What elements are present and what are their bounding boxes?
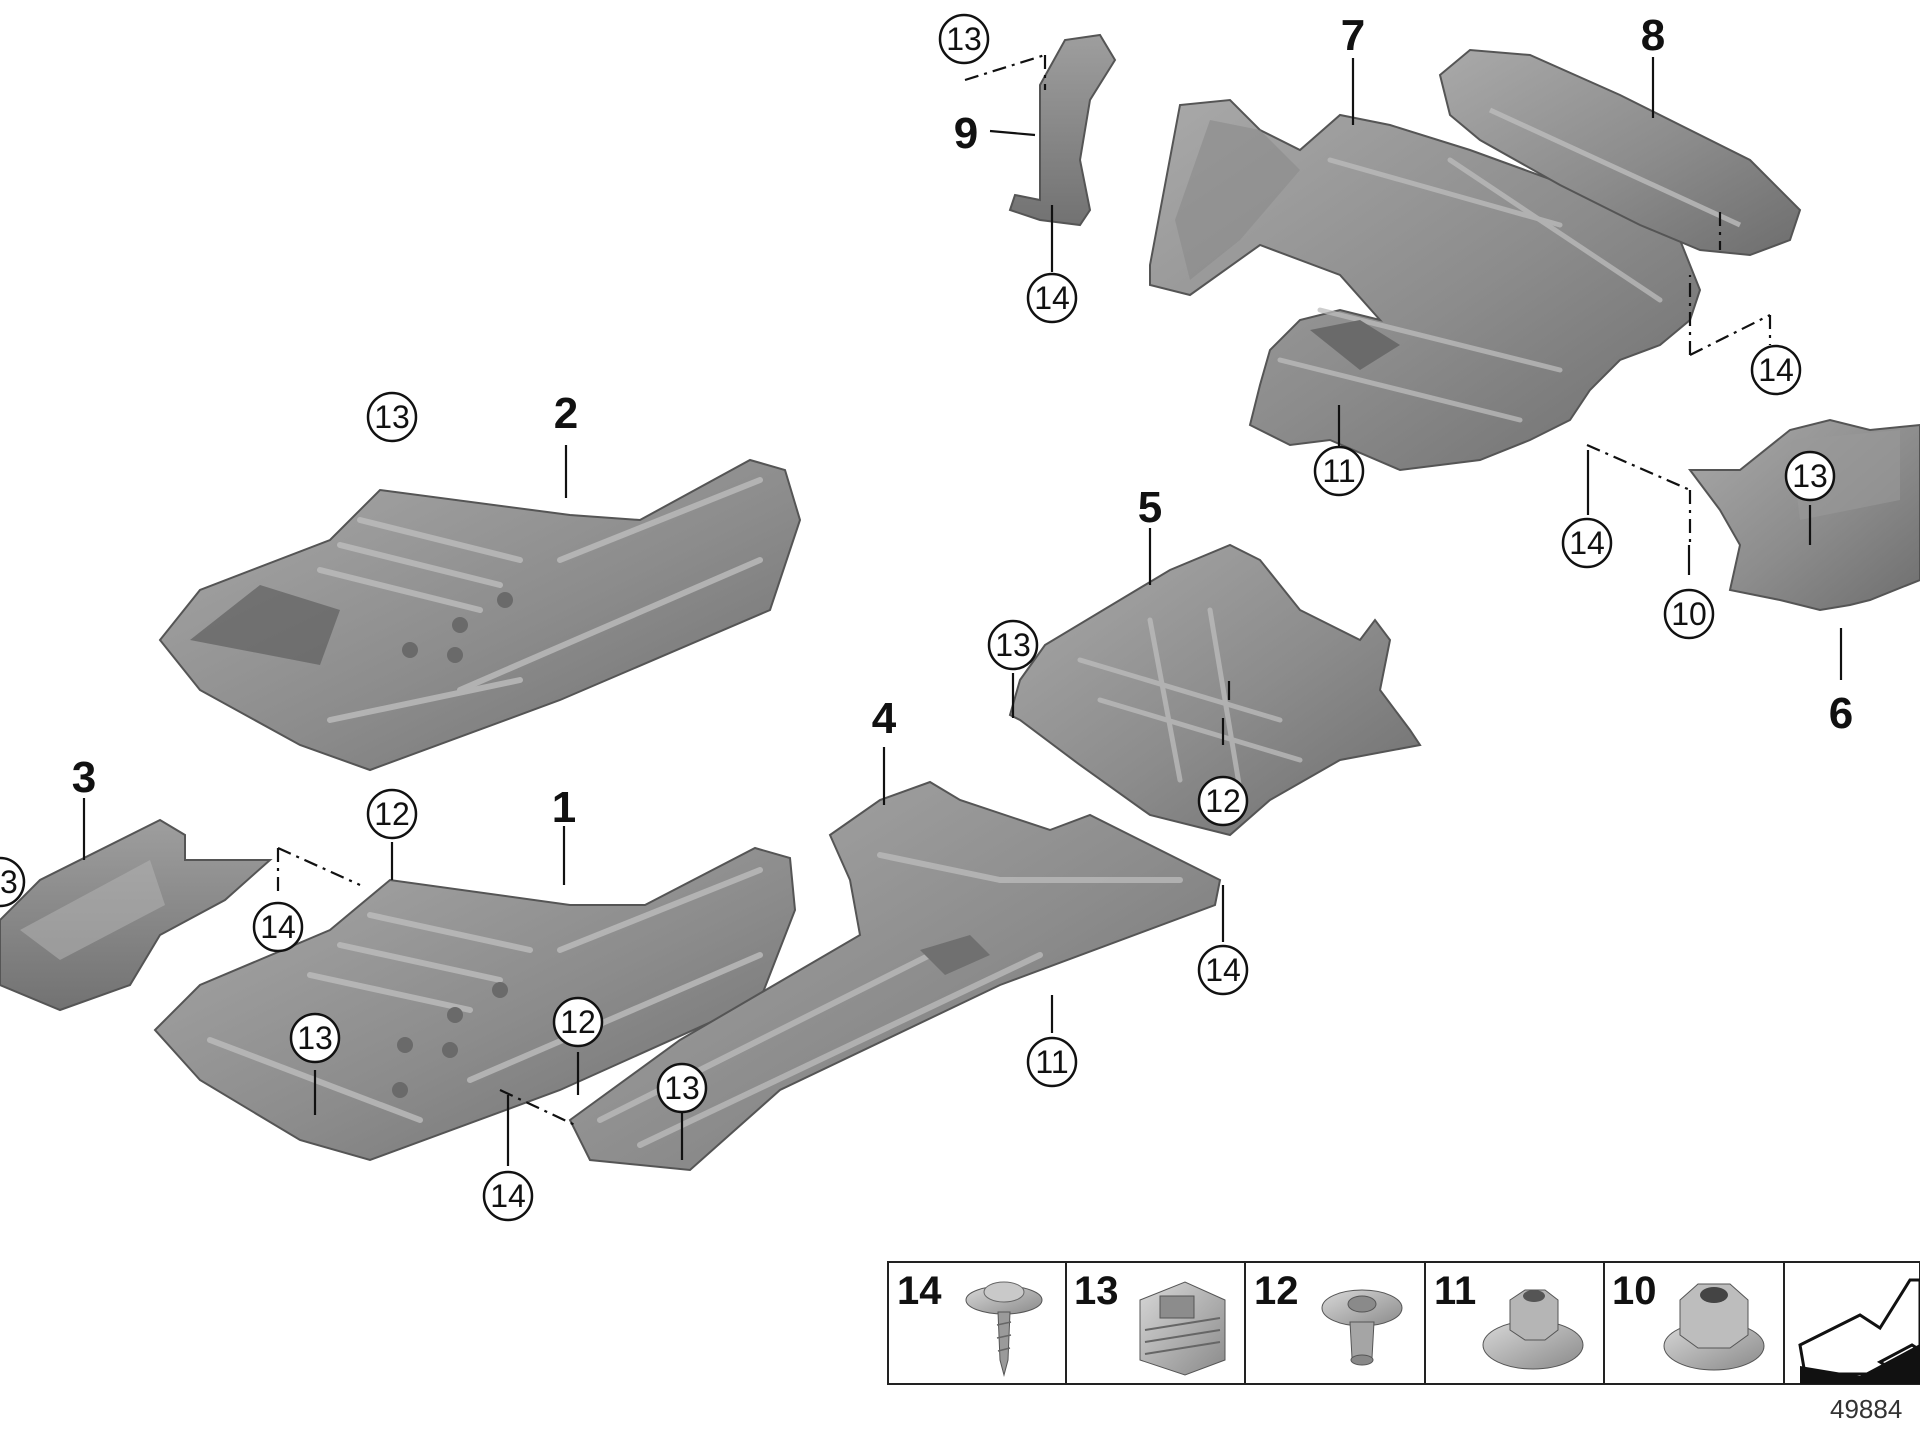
svg-text:11: 11	[1434, 1269, 1476, 1313]
part-5-rear-panel	[1008, 543, 1422, 837]
part-3-number: 3	[72, 753, 96, 802]
clip-nut-icon	[1139, 1281, 1226, 1376]
svg-text:13: 13	[1074, 1269, 1119, 1313]
callout-10-part6: 10	[1663, 588, 1715, 640]
svg-text:13: 13	[664, 1070, 700, 1106]
part-3-side-trim	[0, 818, 273, 1012]
callout-14-part3: 14	[252, 901, 304, 953]
callout-11-part4: 11	[1026, 1036, 1078, 1088]
legend-cell-12: 12	[1254, 1269, 1403, 1366]
part-5-number: 5	[1138, 483, 1162, 532]
callout-14-part9: 14	[1026, 272, 1078, 324]
part-9-bracket	[1008, 33, 1117, 227]
svg-text:11: 11	[1035, 1044, 1068, 1080]
direction-arrow-icon	[1798, 1278, 1920, 1384]
svg-text:14: 14	[260, 909, 296, 945]
svg-text:13: 13	[297, 1020, 333, 1056]
callout-12-part5: 12	[1197, 775, 1249, 827]
part-2-underbody-panel	[158, 458, 802, 772]
svg-text:13: 13	[995, 627, 1031, 663]
part-9-number: 9	[954, 109, 978, 158]
callout-12-part1-top: 12	[366, 788, 418, 840]
fastener-legend: 14 13 12	[887, 1261, 1920, 1385]
svg-text:12: 12	[560, 1004, 596, 1040]
callout-13-part3: 13	[0, 856, 26, 908]
part-numbers: 2 3 1 4 5 6 7 8 9	[72, 11, 1853, 832]
svg-text:11: 11	[1322, 453, 1355, 489]
callout-13-part2: 13	[366, 391, 418, 443]
hex-flange-nut-icon	[1663, 1283, 1765, 1371]
svg-text:14: 14	[1034, 280, 1070, 316]
legend-cell-direction	[1798, 1278, 1920, 1384]
legend-cell-10: 10	[1612, 1269, 1765, 1371]
callout-14-part1: 14	[482, 1170, 534, 1222]
callout-14-part7: 14	[1561, 517, 1613, 569]
part-6-side-guard	[1688, 418, 1920, 612]
svg-text:13: 13	[0, 864, 18, 900]
part-4-center-tunnel-panel	[568, 780, 1222, 1172]
callout-14-part8: 14	[1750, 344, 1802, 396]
svg-text:12: 12	[374, 796, 410, 832]
screw-icon	[965, 1281, 1043, 1377]
callout-13-part6: 13	[1784, 450, 1836, 502]
svg-text:14: 14	[1758, 352, 1794, 388]
leader-lines	[82, 57, 1843, 1166]
legend-cell-14: 14	[897, 1269, 1043, 1377]
hex-collar-nut-icon	[1482, 1289, 1584, 1370]
callout-13-part4: 13	[656, 1062, 708, 1114]
svg-text:13: 13	[946, 21, 982, 57]
svg-text:10: 10	[1612, 1269, 1657, 1313]
callout-12-part1-bottom: 12	[552, 996, 604, 1048]
svg-text:13: 13	[374, 399, 410, 435]
svg-text:14: 14	[490, 1178, 526, 1214]
svg-text:14: 14	[1569, 525, 1605, 561]
svg-text:13: 13	[1792, 458, 1828, 494]
callout-13-part5: 13	[987, 619, 1039, 671]
diagram-reference-number: 49884	[1830, 1394, 1902, 1424]
expanding-rivet-icon	[1321, 1289, 1403, 1366]
svg-text:12: 12	[1205, 783, 1241, 819]
callout-13-part9: 13	[938, 13, 990, 65]
part-1-number: 1	[552, 783, 576, 832]
svg-text:12: 12	[1254, 1269, 1299, 1313]
svg-text:10: 10	[1671, 596, 1707, 632]
callout-13-part1: 13	[289, 1012, 341, 1064]
part-2-number: 2	[554, 389, 578, 438]
part-7-engine-underguard	[1149, 98, 1702, 472]
callout-11-part7: 11	[1313, 445, 1365, 497]
circled-callouts: 13 14 14 11 14 13 10 13 13 12 13 12 14 1…	[0, 13, 1836, 1222]
svg-text:14: 14	[1205, 952, 1241, 988]
part-7-number: 7	[1341, 11, 1365, 60]
part-8-front-strip	[1438, 48, 1802, 257]
part-4-number: 4	[872, 694, 897, 743]
part-8-number: 8	[1641, 11, 1665, 60]
callout-14-part4: 14	[1197, 944, 1249, 996]
dashed-leaders	[276, 53, 1772, 1126]
legend-cell-13: 13	[1074, 1269, 1226, 1376]
part-6-number: 6	[1829, 689, 1853, 738]
svg-text:14: 14	[897, 1269, 942, 1313]
legend-cell-11: 11	[1434, 1269, 1584, 1370]
